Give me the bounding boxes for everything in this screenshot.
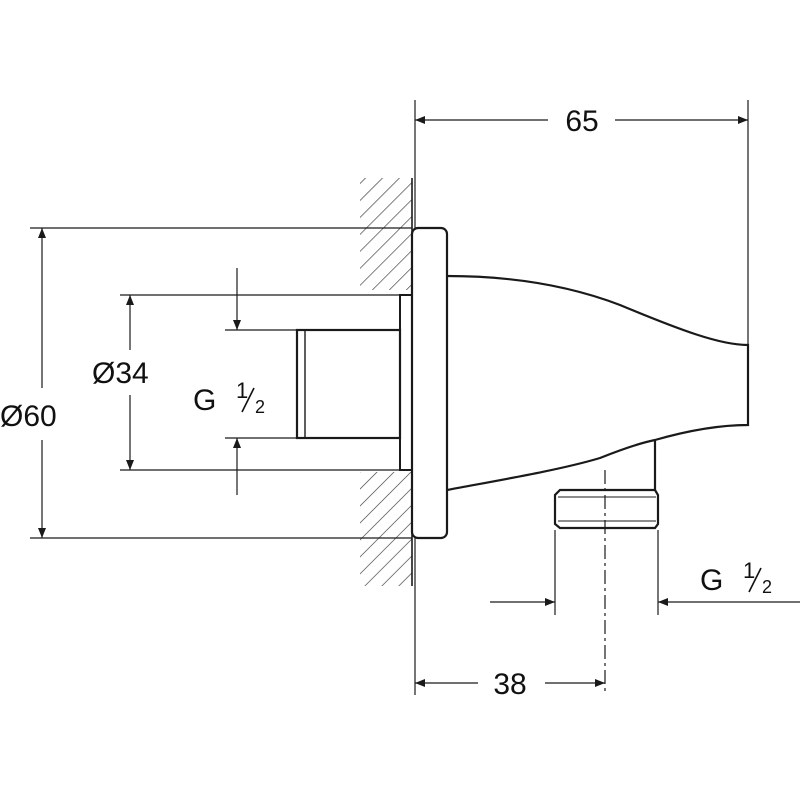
inlet-stub (295, 328, 402, 440)
thread-prefix: G (193, 384, 216, 417)
thread-num: 1 (236, 378, 248, 403)
wall-hatch-top (360, 178, 412, 290)
label-38: 38 (493, 668, 526, 701)
label-inlet-thread: G 1 2 (193, 378, 265, 417)
thread-den: 2 (255, 397, 265, 417)
back-plate (399, 294, 413, 471)
thread-prefix: G (700, 564, 723, 597)
outlet-nut (553, 488, 660, 530)
label-65: 65 (565, 105, 598, 138)
flange (410, 226, 449, 540)
thread-num: 1 (743, 558, 755, 583)
label-34: Ø34 (92, 357, 149, 390)
label-outlet-thread: G 1 2 (700, 558, 772, 597)
label-60: Ø60 (0, 400, 57, 433)
elbow-body (446, 274, 750, 492)
thread-den: 2 (762, 577, 772, 597)
wall-hatch-bottom (360, 472, 412, 586)
